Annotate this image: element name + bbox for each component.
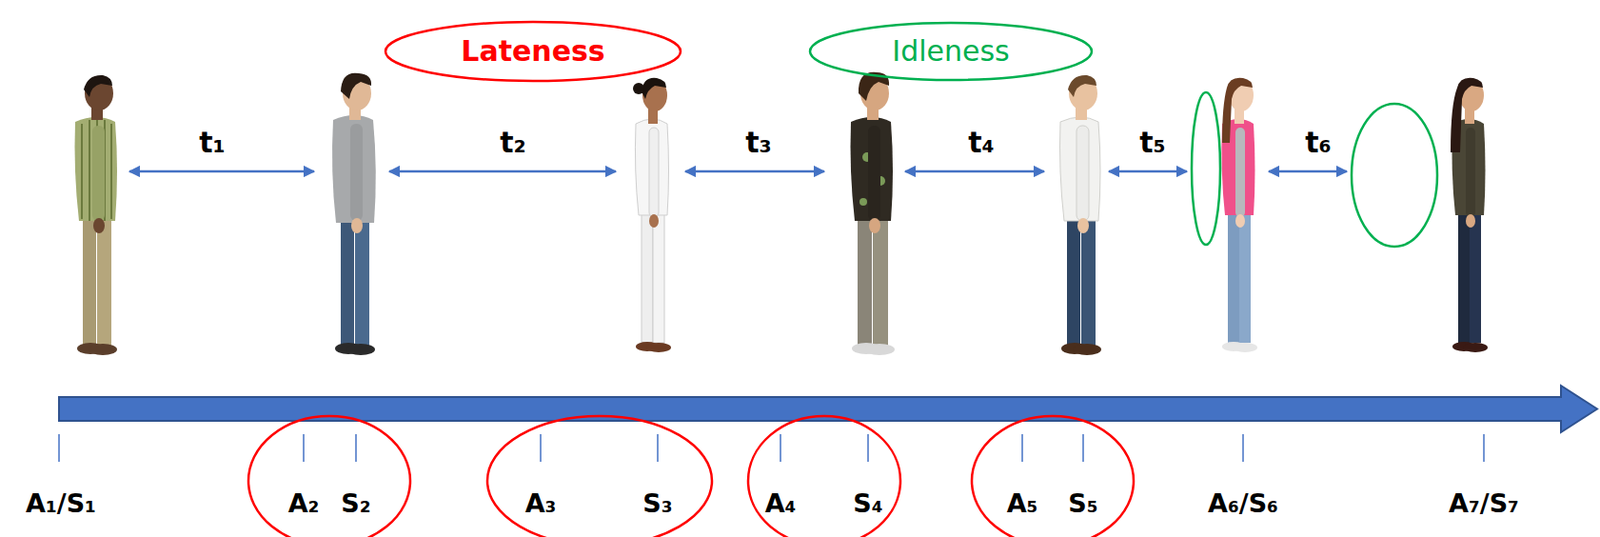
gap-label: t₄ (967, 128, 994, 158)
ellipse-outline (969, 414, 1136, 537)
tick-marks (59, 434, 1484, 462)
ellipse-outline (971, 415, 1134, 537)
person-figure (1450, 78, 1488, 353)
node-text: S₂ (340, 490, 371, 516)
ellipse-outline (385, 21, 681, 81)
node-text: A₂ (288, 490, 320, 516)
ellipse-node: A₃ S₃ (487, 415, 712, 537)
ellipse-outline (809, 22, 1092, 80)
node-text: A₅ (1007, 490, 1039, 516)
idle-gap (1351, 103, 1438, 247)
person-figure (632, 78, 672, 353)
person-figure (75, 75, 119, 356)
ellipse-node: Idleness (809, 22, 1092, 80)
gap-label: t₆ (1304, 128, 1331, 158)
gap-label: t₂ (499, 128, 526, 158)
ellipse-outline (248, 415, 411, 537)
gap-label: t₅ (1139, 128, 1166, 158)
idle-gap (1191, 92, 1221, 245)
time-label: A₆/S₆ (1207, 490, 1279, 516)
ellipse-outline (746, 414, 903, 537)
ellipse-node: A₅ S₅ (971, 415, 1134, 537)
ellipse-outline (485, 414, 714, 537)
ellipse-node: A₂ S₂ (248, 415, 411, 537)
time-label: A₇/S₇ (1448, 490, 1520, 516)
node-text: A₃ (525, 490, 557, 516)
node-text: S₄ (852, 490, 883, 516)
node-text: Idleness (891, 37, 1009, 66)
person-figure (850, 72, 896, 356)
node-text: S₅ (1067, 490, 1098, 516)
gap-label: t₃ (745, 128, 771, 158)
person-figure (332, 73, 376, 356)
ellipse-outline (748, 415, 901, 537)
person-figure (1060, 75, 1103, 356)
ellipse-node: Lateness (385, 21, 681, 81)
ellipse-node: A₄ S₄ (748, 415, 901, 537)
node-text: A₄ (765, 490, 797, 516)
ellipse-outline (246, 414, 413, 537)
person-figure (1221, 78, 1258, 353)
ellipse-outline (487, 415, 712, 537)
gap-label: t₁ (198, 128, 225, 158)
node-text: S₃ (642, 490, 672, 516)
gap-arrows (129, 170, 1347, 174)
time-label: A₁/S₁ (25, 490, 97, 516)
node-text: Lateness (460, 37, 605, 66)
